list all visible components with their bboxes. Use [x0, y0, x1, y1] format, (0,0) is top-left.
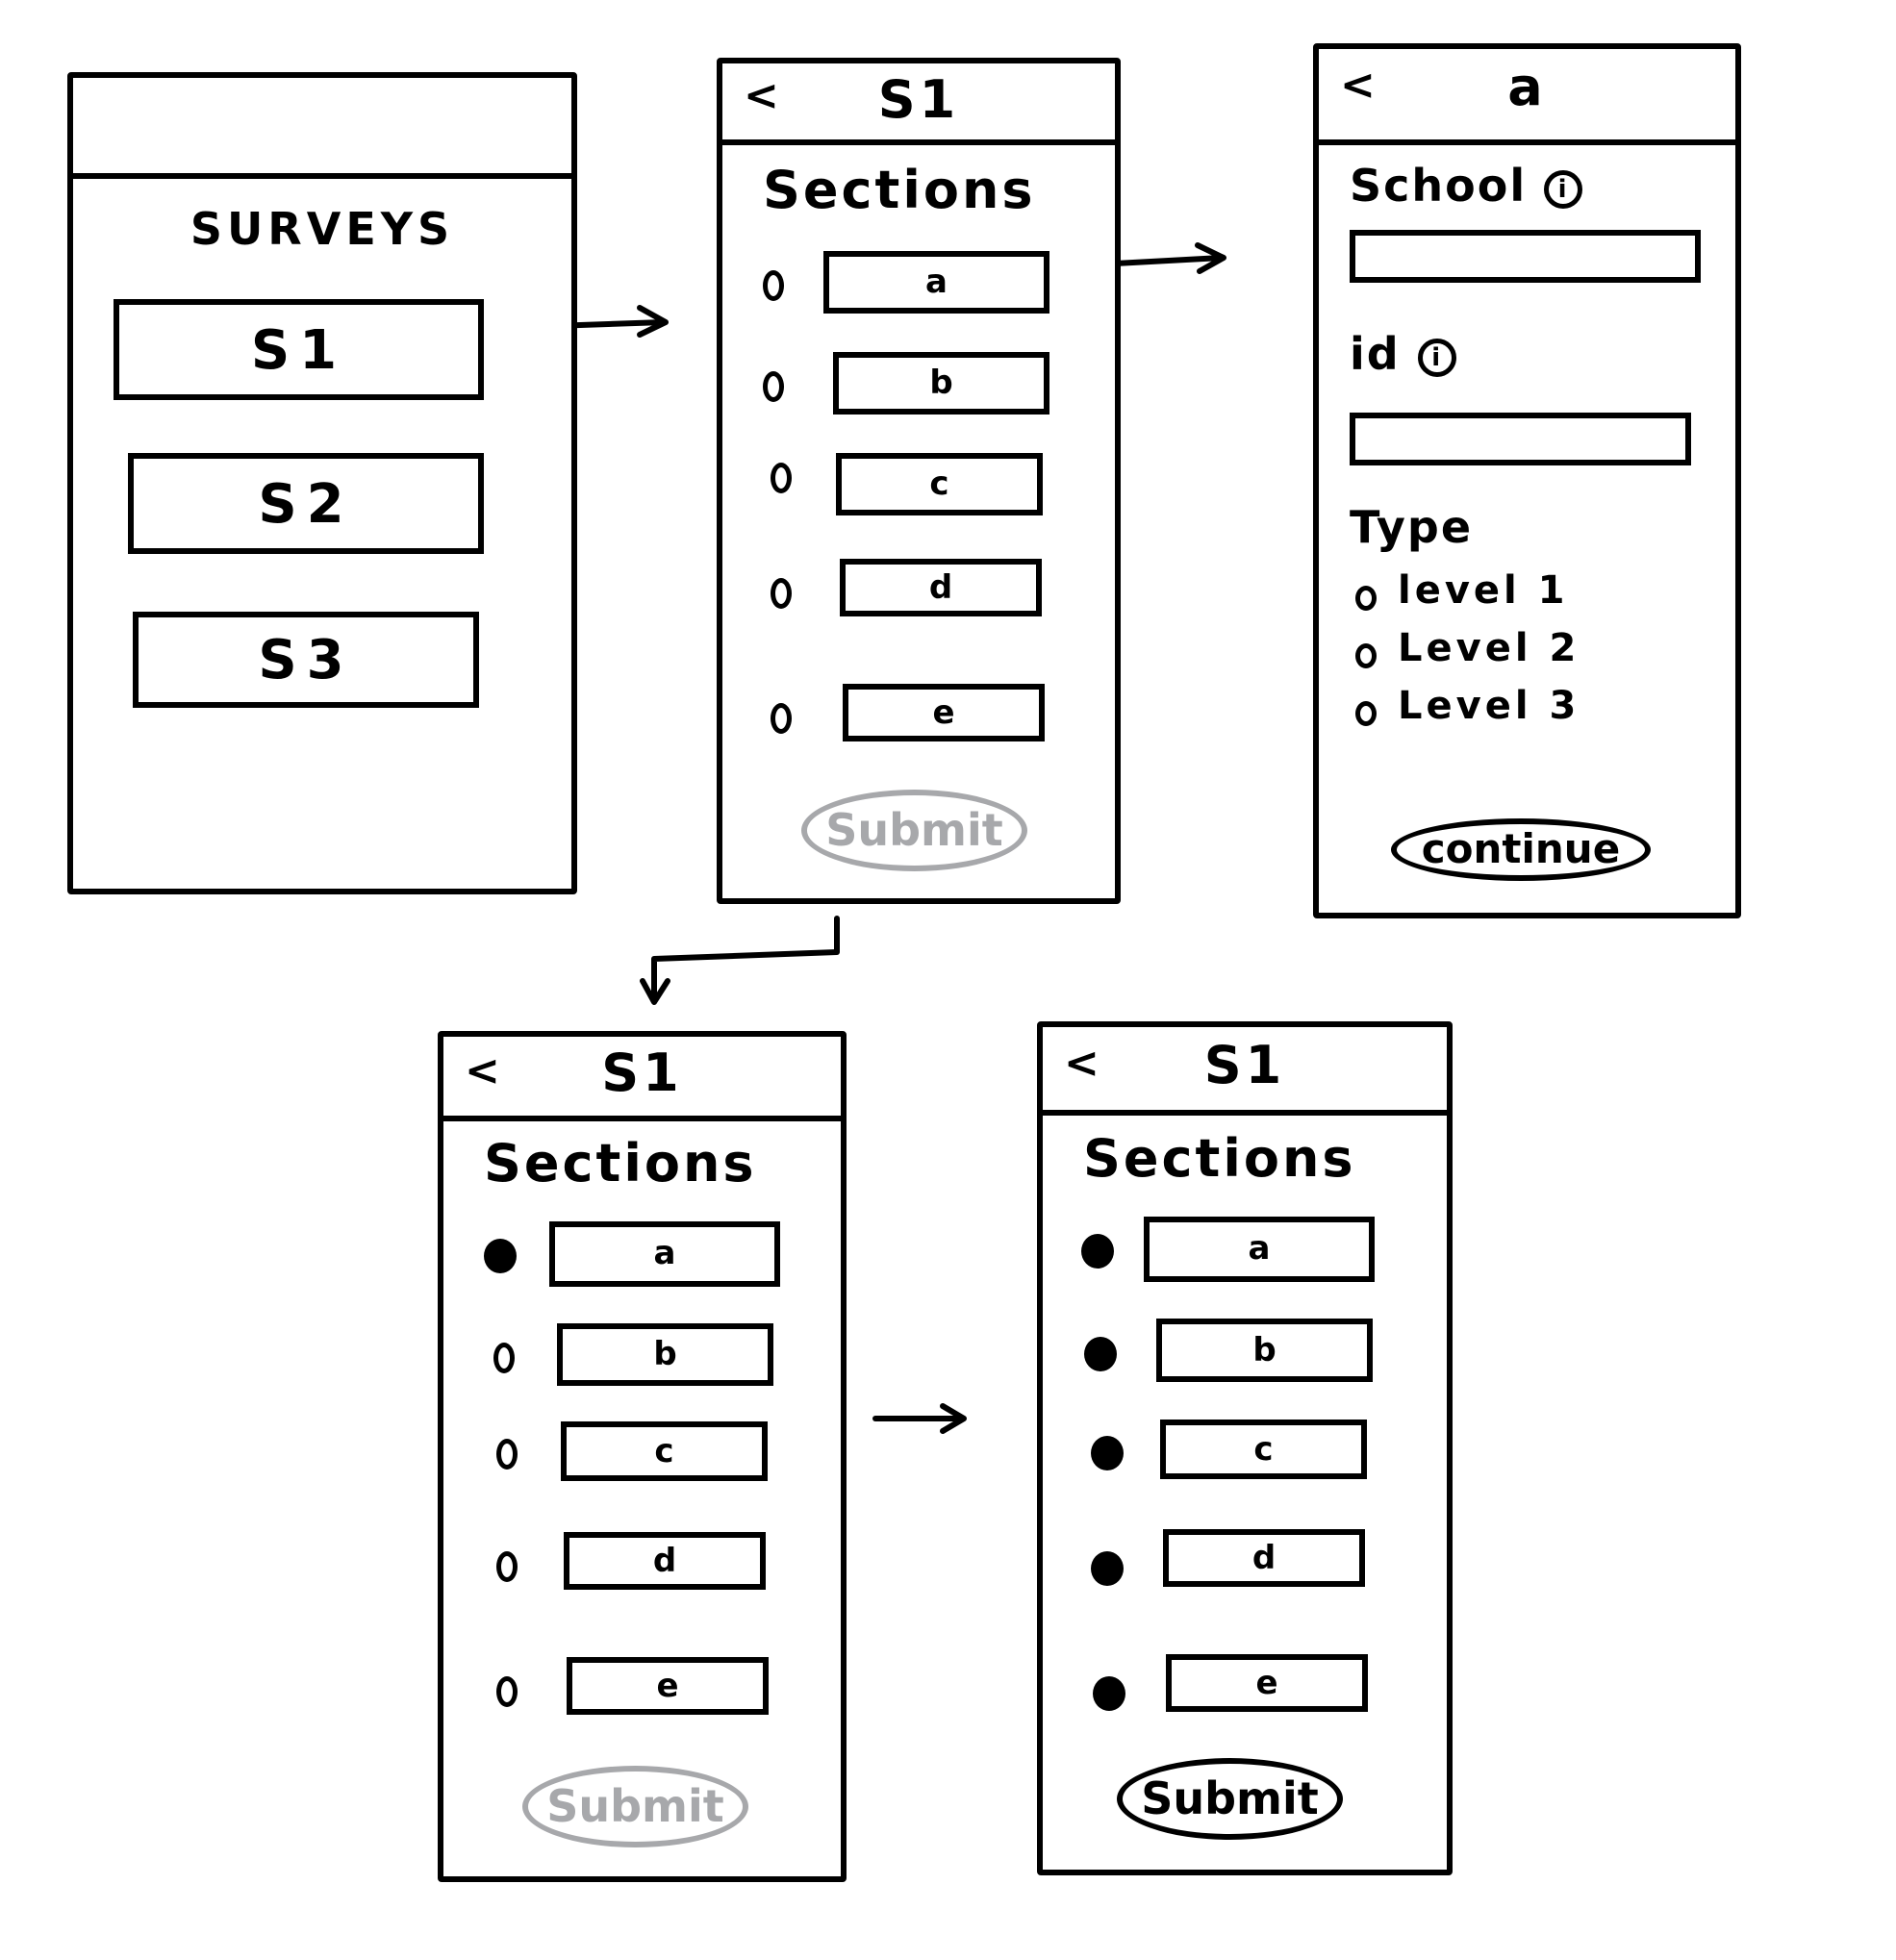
arrow-partial-to-complete: [872, 1403, 967, 1434]
section-d-button[interactable]: d: [840, 559, 1042, 616]
submit-button[interactable]: Submit: [522, 1766, 748, 1847]
section-c-radio-checked[interactable]: [1091, 1436, 1124, 1470]
section-a-button[interactable]: a: [823, 251, 1049, 314]
section-d-radio[interactable]: [771, 578, 792, 609]
section-a-button[interactable]: a: [549, 1221, 780, 1287]
id-label-text: id: [1350, 328, 1401, 380]
back-button[interactable]: <: [1064, 1039, 1100, 1088]
info-icon[interactable]: i: [1544, 169, 1583, 209]
section-d-button[interactable]: d: [1163, 1529, 1365, 1587]
type-label: Type: [1350, 501, 1474, 553]
section-b-button[interactable]: b: [1156, 1319, 1373, 1382]
sections-screen-partial: < S1 Sections a b c d e Submit: [438, 1031, 847, 1882]
surveys-title: SURVEYS: [190, 203, 455, 255]
section-c-button[interactable]: c: [561, 1421, 768, 1481]
survey-item-s1[interactable]: S1: [114, 299, 484, 400]
school-label-text: School: [1350, 160, 1528, 212]
submit-button[interactable]: Submit: [801, 790, 1027, 871]
continue-button[interactable]: continue: [1391, 818, 1651, 881]
sections-screen-initial: < S1 Sections a b c d e Submit: [717, 58, 1121, 904]
section-d-radio[interactable]: [496, 1551, 518, 1582]
section-a-button[interactable]: a: [1144, 1217, 1375, 1282]
sections-header: < S1: [443, 1037, 841, 1121]
type-option-3-radio[interactable]: [1355, 701, 1377, 726]
section-c-radio[interactable]: [496, 1439, 518, 1470]
section-e-button[interactable]: e: [1166, 1654, 1368, 1712]
section-b-button[interactable]: b: [833, 352, 1049, 415]
section-a-radio[interactable]: [763, 270, 784, 301]
sections-screen-complete: < S1 Sections a b c d e Submit: [1037, 1021, 1453, 1875]
id-input[interactable]: [1350, 413, 1691, 465]
section-e-button[interactable]: e: [567, 1657, 769, 1715]
sections-header: < S1: [1043, 1027, 1447, 1116]
survey-item-s2[interactable]: S2: [128, 453, 484, 554]
sections-heading: Sections: [484, 1133, 757, 1194]
screen-title: S1: [1203, 1035, 1286, 1095]
section-e-radio[interactable]: [771, 703, 792, 734]
section-a-radio-checked[interactable]: [484, 1239, 517, 1273]
arrow-sections-down-to-partial: [640, 916, 840, 1005]
surveys-screen: SURVEYS S1 S2 S3: [67, 72, 577, 894]
detail-header: < a: [1319, 49, 1735, 145]
sections-heading: Sections: [763, 160, 1036, 220]
type-option-2-radio[interactable]: [1355, 643, 1377, 668]
type-option-3-label: Level 3: [1398, 684, 1580, 728]
section-a-radio-checked[interactable]: [1081, 1234, 1114, 1269]
section-e-radio[interactable]: [496, 1676, 518, 1707]
type-option-1-radio[interactable]: [1355, 586, 1377, 611]
section-d-button[interactable]: d: [564, 1532, 766, 1590]
screen-title: S1: [601, 1043, 683, 1103]
section-c-radio[interactable]: [771, 463, 792, 493]
back-button[interactable]: <: [1340, 61, 1376, 110]
section-b-radio[interactable]: [493, 1343, 515, 1373]
section-b-radio-checked[interactable]: [1084, 1337, 1117, 1371]
back-button[interactable]: <: [465, 1046, 500, 1095]
type-option-2-label: Level 2: [1398, 626, 1580, 670]
screen-title: S1: [877, 69, 960, 130]
survey-item-s3[interactable]: S3: [133, 612, 479, 708]
sections-heading: Sections: [1083, 1128, 1356, 1189]
section-b-radio[interactable]: [763, 371, 784, 402]
section-e-radio-checked[interactable]: [1093, 1676, 1125, 1711]
type-option-1-label: level 1: [1398, 568, 1569, 613]
surveys-header: [73, 78, 571, 179]
section-b-button[interactable]: b: [557, 1323, 773, 1386]
section-e-button[interactable]: e: [843, 684, 1045, 741]
section-c-button[interactable]: c: [1160, 1420, 1367, 1479]
section-c-button[interactable]: c: [836, 453, 1043, 515]
back-button[interactable]: <: [744, 71, 779, 120]
submit-button[interactable]: Submit: [1117, 1758, 1343, 1840]
screen-title: a: [1507, 57, 1547, 117]
info-icon[interactable]: i: [1417, 338, 1456, 377]
school-input[interactable]: [1350, 230, 1701, 283]
section-d-radio-checked[interactable]: [1091, 1551, 1124, 1586]
sections-header: < S1: [722, 63, 1115, 145]
